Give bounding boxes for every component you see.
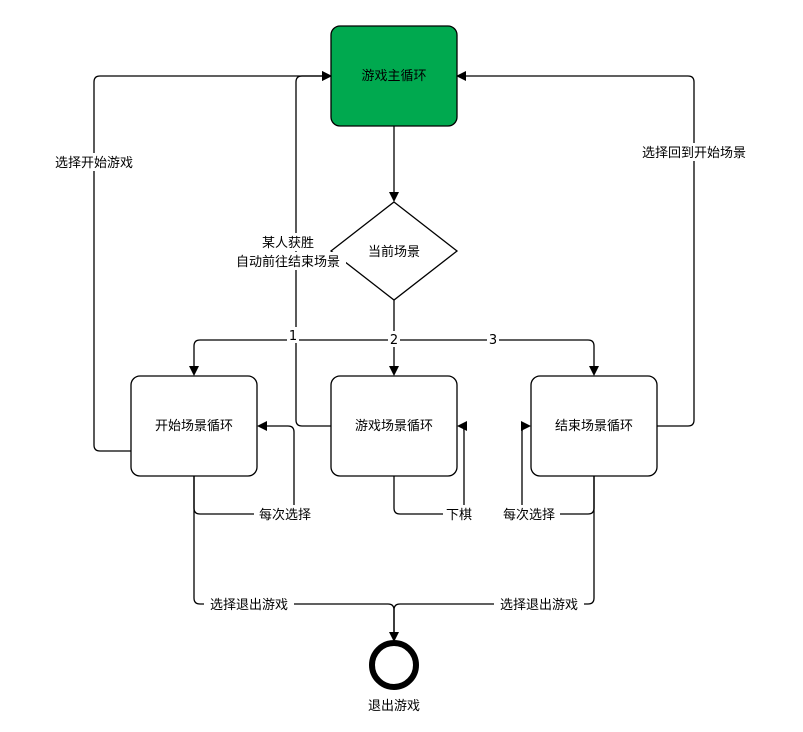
edge-current-to-start — [189, 300, 395, 376]
label-each-select-right: 每次选择 — [503, 507, 555, 523]
game-scene-loop-label: 游戏场景循环 — [355, 419, 433, 434]
edge-end-to-main — [456, 71, 695, 427]
edge-start-to-main — [93, 71, 332, 452]
label-branch-3: 3 — [489, 333, 497, 348]
start-scene-loop-label: 开始场景循环 — [155, 419, 233, 434]
label-someone-wins-line2: 自动前往结束场景 — [236, 254, 340, 270]
label-select-exit-left: 选择退出游戏 — [210, 598, 288, 613]
label-select-exit-right: 选择退出游戏 — [500, 598, 578, 613]
end-scene-loop-label: 结束场景循环 — [555, 419, 633, 434]
label-place-piece: 下棋 — [446, 508, 472, 523]
label-branch-2: 2 — [390, 333, 398, 348]
node-main-loop: 游戏主循环 — [330, 25, 458, 127]
node-exit-game: 退出游戏 — [368, 640, 420, 714]
edge-end-to-exit — [393, 476, 595, 640]
edge-current-to-end — [394, 339, 599, 376]
exit-game-label: 退出游戏 — [368, 699, 420, 714]
node-game-scene-loop: 游戏场景循环 — [330, 375, 458, 477]
current-scene-label: 当前场景 — [368, 244, 420, 260]
node-start-scene-loop: 开始场景循环 — [130, 375, 258, 477]
label-select-start-game: 选择开始游戏 — [55, 156, 133, 171]
label-branch-1: 1 — [289, 329, 297, 344]
main-loop-label: 游戏主循环 — [361, 69, 426, 84]
node-current-scene: 当前场景 — [329, 201, 459, 301]
label-someone-wins-line1: 某人获胜 — [262, 236, 314, 251]
label-select-back-to-start: 选择回到开始场景 — [642, 146, 746, 161]
node-end-scene-loop: 结束场景循环 — [530, 375, 658, 477]
label-each-select-left: 每次选择 — [259, 507, 311, 523]
